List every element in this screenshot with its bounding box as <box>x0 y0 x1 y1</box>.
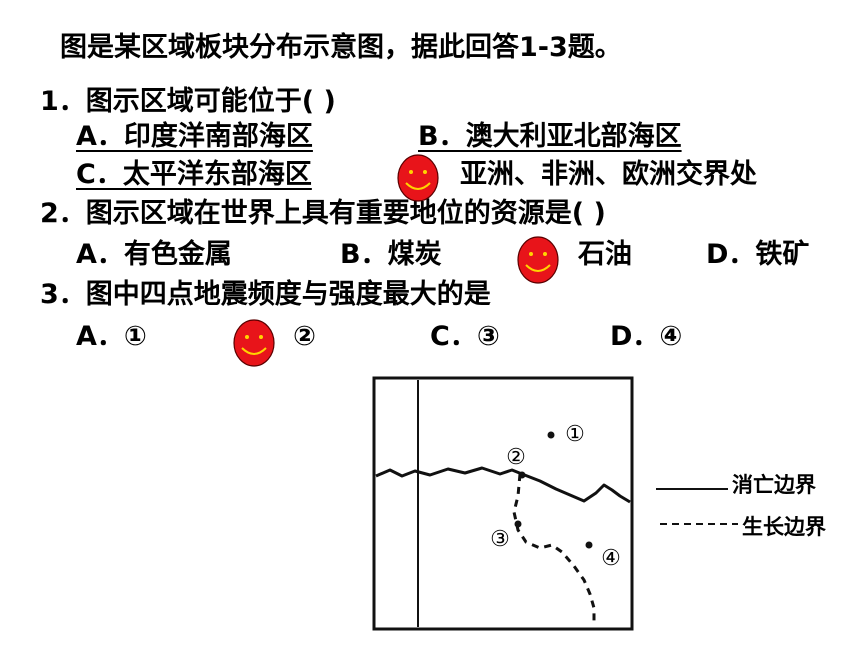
legend-consume-label: 消亡边界 <box>732 472 816 497</box>
question-1-option-b: B．澳大利亚北部海区 <box>418 121 682 152</box>
question-3-option-b: ② <box>293 321 316 352</box>
question-2-option-a: A．有色金属 <box>76 239 232 270</box>
point-3-label: ③ <box>490 527 510 552</box>
point-2-label: ② <box>506 445 526 470</box>
question-1-option-d: 亚洲、非洲、欧洲交界处 <box>460 159 757 190</box>
question-2-option-b: B．煤炭 <box>340 239 442 270</box>
question-2-stem: 2．图示区域在世界上具有重要地位的资源是( ) <box>40 198 606 229</box>
question-2-option-c: 石油 <box>578 239 632 270</box>
point-3-dot <box>514 520 522 528</box>
legend-grow-label: 生长边界 <box>742 514 826 539</box>
point-4-dot <box>585 541 593 549</box>
page-title: 图是某区域板块分布示意图，据此回答1-3题。 <box>60 32 622 63</box>
question-3-option-a: A．① <box>76 321 147 352</box>
point-1-dot <box>547 431 555 439</box>
smiley-face-icon <box>397 154 439 202</box>
map-frame <box>372 376 634 631</box>
point-4-label: ④ <box>601 546 621 571</box>
constructive-boundary-line <box>512 473 596 624</box>
point-2-dot <box>518 471 526 479</box>
question-1-stem: 1．图示区域可能位于( ) <box>40 86 336 117</box>
consumptive-boundary-line <box>375 466 631 504</box>
point-1-label: ① <box>565 422 585 447</box>
question-3-option-d: D．④ <box>610 321 683 352</box>
question-1-option-a: A．印度洋南部海区 <box>76 121 313 152</box>
question-1-option-c: C．太平洋东部海区 <box>76 159 312 190</box>
question-2-option-d: D．铁矿 <box>706 239 810 270</box>
smiley-face-icon <box>517 236 559 284</box>
question-3-stem: 3．图中四点地震频度与强度最大的是 <box>40 279 491 310</box>
smiley-face-icon <box>233 319 275 367</box>
question-3-option-c: C．③ <box>430 321 500 352</box>
